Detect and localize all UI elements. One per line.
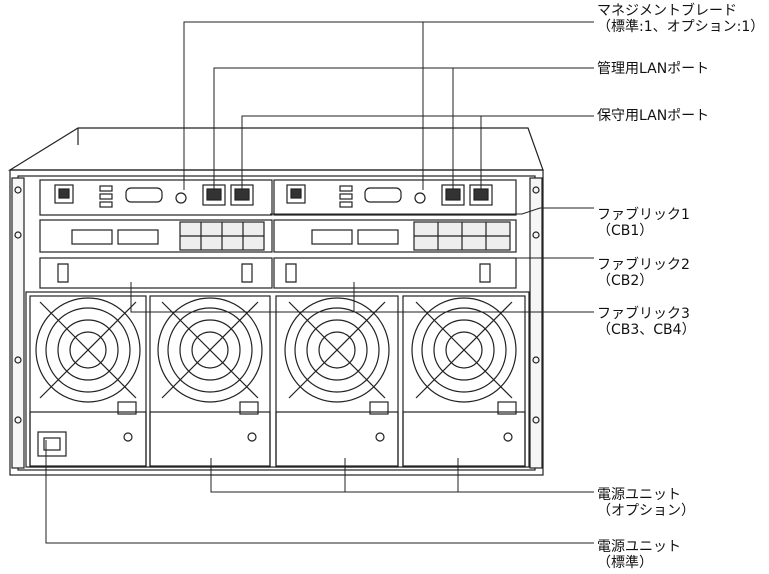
callout-line: （標準:1、オプション:1）	[597, 19, 765, 35]
callout-line: （CB3、CB4）	[597, 322, 696, 338]
callout-fabric3: ファブリック3 （CB3、CB4）	[597, 306, 696, 338]
callout-line: （CB1）	[597, 223, 654, 239]
callout-line: 管理用LANポート	[597, 61, 710, 77]
callout-line: マネジメントブレード	[597, 3, 737, 19]
callout-line: 電源ユニット	[597, 487, 681, 503]
fan-units	[29, 295, 526, 467]
chassis-body	[9, 169, 544, 476]
callout-line: ファブリック2	[597, 257, 690, 273]
callout-line: （オプション）	[597, 503, 695, 519]
callout-line: 保守用LANポート	[597, 108, 710, 124]
management-blade-left	[39, 179, 273, 216]
callout-line: ファブリック3	[597, 306, 690, 322]
chassis-top	[7, 127, 544, 171]
callout-maint-lan-port: 保守用LANポート	[597, 108, 709, 124]
callout-fabric2: ファブリック2 （CB2）	[597, 257, 690, 289]
callout-psu-optional: 電源ユニット （オプション）	[597, 487, 695, 519]
callout-mgmt-lan-port: 管理用LANポート	[597, 61, 709, 77]
fabric-cb1	[39, 219, 517, 253]
callout-fabric1: ファブリック1 （CB1）	[597, 207, 690, 239]
callout-line: （CB2）	[597, 273, 654, 289]
fabric-cb2	[39, 257, 517, 289]
power-supply-units	[29, 401, 526, 468]
callout-line: 電源ユニット	[597, 539, 681, 555]
callout-line: （標準）	[597, 555, 653, 571]
callout-psu-standard: 電源ユニット （標準）	[597, 539, 681, 571]
management-blade-right	[273, 179, 517, 216]
callout-management-blade: マネジメントブレード （標準:1、オプション:1）	[597, 3, 764, 35]
callout-line: ファブリック1	[597, 207, 690, 223]
leader-lines	[45, 21, 594, 544]
